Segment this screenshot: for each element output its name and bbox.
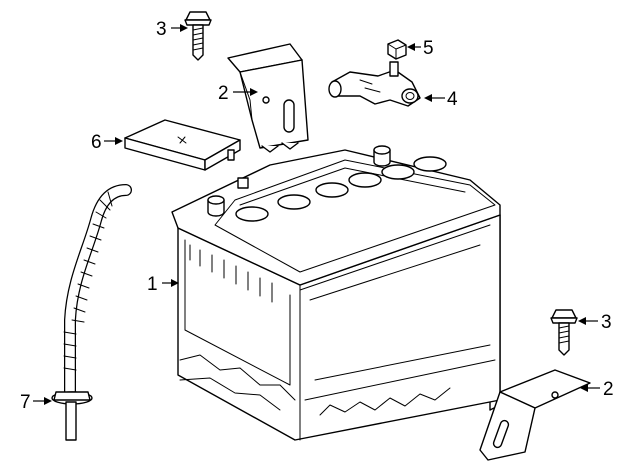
- callout-2-lower: 2: [603, 379, 614, 400]
- callout-5: 5: [423, 38, 434, 59]
- callout-6: 6: [91, 132, 102, 153]
- bolt-lower: [550, 309, 578, 356]
- hold-down-bracket-lower: [479, 369, 591, 461]
- hold-down-bracket-upper: [227, 43, 309, 153]
- callout-leaders: [33, 24, 600, 405]
- callout-1: 1: [147, 274, 158, 295]
- terminal-clamp: [328, 61, 421, 107]
- callout-2-upper: 2: [218, 83, 229, 104]
- battery: [171, 145, 501, 441]
- vent-tube: [51, 184, 132, 441]
- terminal-nut: [387, 39, 407, 60]
- callout-3-upper: 3: [156, 19, 167, 40]
- bolt-upper: [184, 11, 212, 61]
- battery-cover: [124, 119, 241, 171]
- callout-7: 7: [20, 392, 31, 413]
- callout-4: 4: [447, 89, 458, 110]
- callout-3-lower: 3: [601, 312, 612, 333]
